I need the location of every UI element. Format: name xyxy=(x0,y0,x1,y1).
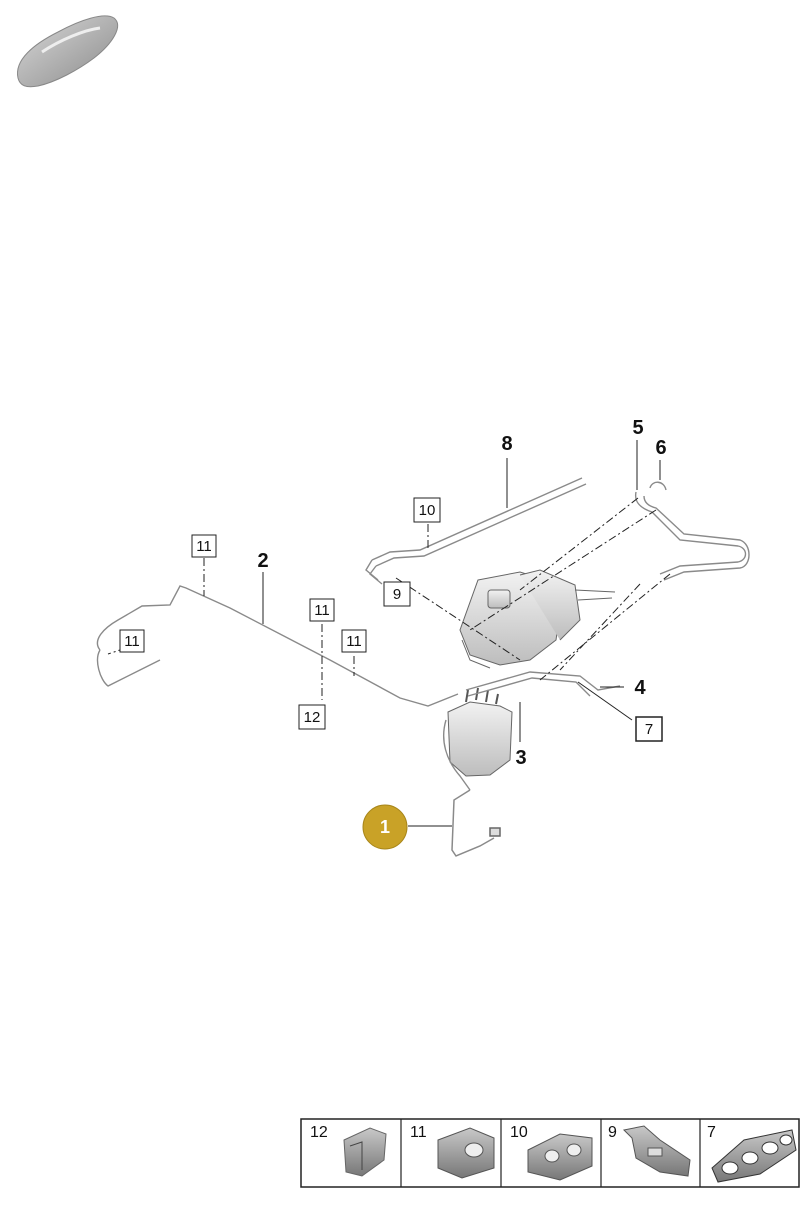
clip-11-icon xyxy=(437,1127,495,1179)
legend-item-9[interactable]: 9 xyxy=(608,1124,691,1177)
clip-7-icon xyxy=(711,1129,797,1183)
callout-8: 8 xyxy=(501,433,512,455)
legend-item-7[interactable]: 7 xyxy=(707,1124,797,1183)
brake-line-1 xyxy=(451,789,501,857)
bracket-9-icon xyxy=(622,1125,691,1177)
svg-text:11: 11 xyxy=(124,633,140,650)
clip-10-icon xyxy=(527,1133,593,1181)
leader-lines xyxy=(262,440,661,827)
svg-text:12: 12 xyxy=(310,1124,328,1141)
brake-line-8 xyxy=(365,477,587,585)
boxed-label-11-c: 11 xyxy=(341,629,367,653)
boxed-label-11-a: 11 xyxy=(191,534,217,558)
svg-text:9: 9 xyxy=(393,586,401,603)
car-thumbnail-icon xyxy=(17,15,119,88)
svg-text:9: 9 xyxy=(608,1124,617,1141)
svg-text:11: 11 xyxy=(410,1124,427,1141)
hydraulic-unit xyxy=(447,687,513,777)
reference-lines xyxy=(107,497,671,700)
master-cylinder-assembly xyxy=(459,569,616,669)
svg-text:10: 10 xyxy=(510,1124,528,1141)
brake-line-3-4 xyxy=(442,671,621,791)
svg-text:7: 7 xyxy=(645,721,653,738)
callout-3: 3 xyxy=(515,747,526,769)
callout-6: 6 xyxy=(655,437,666,459)
callout-2: 2 xyxy=(257,550,268,572)
callout-4: 4 xyxy=(634,677,646,699)
svg-text:10: 10 xyxy=(419,502,436,519)
boxed-label-10: 10 xyxy=(413,497,441,523)
parts-legend: 12 11 10 9 xyxy=(300,1118,800,1188)
clip-12-icon xyxy=(343,1127,387,1177)
boxed-label-7: 7 xyxy=(635,716,663,742)
legend-item-12[interactable]: 12 xyxy=(310,1124,387,1177)
highlight-circle xyxy=(362,804,408,850)
svg-text:11: 11 xyxy=(196,538,212,555)
brake-line-2 xyxy=(96,585,459,707)
highlighted-callout-1[interactable]: 1 xyxy=(362,804,408,850)
brake-line-5-6 xyxy=(634,481,750,581)
svg-text:7: 7 xyxy=(707,1124,716,1141)
callout-5: 5 xyxy=(632,417,643,439)
legend-item-11[interactable]: 11 xyxy=(410,1124,495,1179)
svg-text:11: 11 xyxy=(314,602,330,619)
boxed-label-11-d: 11 xyxy=(119,629,145,653)
boxed-label-11-b: 11 xyxy=(309,598,335,622)
svg-text:12: 12 xyxy=(304,709,321,726)
callout-1: 1 xyxy=(380,817,390,837)
svg-text:11: 11 xyxy=(346,633,362,650)
boxed-label-12: 12 xyxy=(298,704,326,730)
boxed-label-9: 9 xyxy=(383,581,411,607)
legend-item-10[interactable]: 10 xyxy=(510,1124,593,1181)
